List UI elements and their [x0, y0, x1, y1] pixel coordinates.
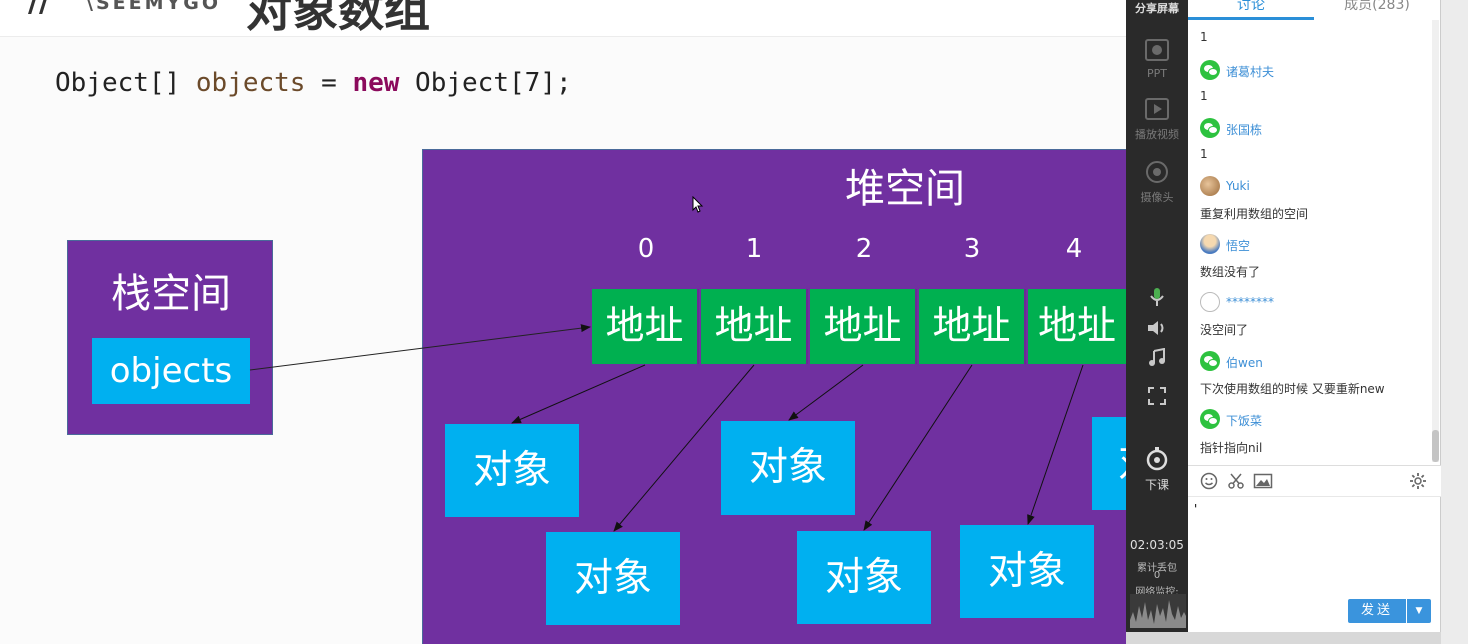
slide-title: 对象数组	[246, 0, 430, 37]
send-button[interactable]: 发送	[1348, 599, 1406, 623]
heap-space-title: 堆空间	[845, 166, 965, 212]
play-video-icon	[1145, 98, 1169, 120]
chat-toolbar	[1188, 465, 1441, 497]
message-text: 指针指向nil	[1200, 441, 1263, 455]
wechat-icon	[1200, 409, 1220, 429]
chat-message-list: 1 诸葛村夫 1 张国栋 1 Yuki 重复利用数组的空间 悟空 数组没有了 *…	[1188, 22, 1441, 463]
message-text: 下次使用数组的时候 又要重新new	[1200, 382, 1385, 396]
camera-icon	[1146, 161, 1168, 183]
message-username[interactable]: 悟空	[1226, 239, 1251, 253]
chat-scrollbar-track[interactable]	[1432, 20, 1439, 462]
default-avatar	[1200, 292, 1220, 312]
array-cell-address: 地址	[592, 289, 699, 364]
array-index: 0	[637, 234, 655, 264]
camera-label: 摄像头	[1140, 191, 1174, 204]
packet-loss-value: 0	[1153, 570, 1161, 581]
chevron-down-icon: ▼	[1415, 606, 1423, 616]
music-icon[interactable]	[1126, 347, 1188, 372]
stack-space-box: 栈空间 objects	[67, 240, 273, 435]
ppt-button[interactable]: PPT	[1126, 37, 1188, 80]
message-username[interactable]: Yuki	[1226, 179, 1250, 193]
ppt-label: PPT	[1147, 67, 1167, 80]
end-class-icon	[1146, 447, 1168, 471]
microphone-icon[interactable]	[1126, 286, 1188, 312]
cartoon-avatar	[1200, 234, 1220, 254]
chat-tabs: 讨论 成员(283)	[1188, 0, 1441, 22]
end-class-label: 下课	[1144, 478, 1169, 492]
heap-object: 对象	[797, 531, 931, 624]
camera-button[interactable]: 摄像头	[1126, 159, 1188, 205]
message-username[interactable]: 伯wen	[1226, 356, 1263, 370]
array-index: 3	[963, 234, 981, 264]
heap-object-partial: 对象	[1092, 417, 1126, 510]
message-text: 没空间了	[1200, 323, 1249, 337]
window-edge	[1441, 0, 1468, 644]
network-graph	[1130, 594, 1186, 628]
message-text: 数组没有了	[1200, 265, 1261, 279]
heap-object: 对象	[445, 424, 579, 517]
array-cell-address: 地址	[810, 289, 917, 364]
speaker-icon[interactable]	[1126, 318, 1188, 342]
mouse-cursor-icon	[692, 196, 704, 213]
packet-loss-label: 累计丢包	[1137, 563, 1177, 574]
play-video-label: 播放视频	[1135, 128, 1179, 141]
array-index: 4	[1065, 234, 1083, 264]
chat-input[interactable]	[1192, 500, 1436, 594]
screen-share-button[interactable]: 分享屏幕	[1135, 2, 1179, 15]
end-class-button[interactable]: 下课	[1126, 446, 1188, 493]
tab-discussion[interactable]: 讨论	[1188, 0, 1314, 20]
message-username[interactable]: ********	[1226, 295, 1274, 309]
code-line: Object[] objects = new Object[7];	[55, 68, 572, 98]
send-options-dropdown[interactable]: ▼	[1407, 599, 1431, 623]
message-text: 1	[1200, 30, 1208, 44]
code-assign: =	[305, 68, 353, 98]
code-keyword-new: new	[352, 68, 400, 98]
scissors-icon[interactable]	[1226, 472, 1246, 492]
chat-scrollbar-thumb[interactable]	[1432, 430, 1439, 462]
tab-members[interactable]: 成员(283)	[1344, 0, 1410, 13]
message-username[interactable]: 诸葛村夫	[1226, 65, 1275, 79]
ppt-icon	[1145, 39, 1169, 61]
header-mark: //	[28, 0, 50, 19]
array-index: 2	[855, 234, 873, 264]
message-text: 1	[1200, 147, 1208, 161]
settings-gear-icon[interactable]	[1408, 472, 1428, 492]
array-index: 1	[745, 234, 763, 264]
code-identifier: objects	[195, 68, 306, 98]
play-video-button[interactable]: 播放视频	[1126, 96, 1188, 142]
image-icon[interactable]	[1253, 472, 1273, 492]
array-cell-address: 地址	[1028, 289, 1126, 364]
session-timer: 02:03:05	[1130, 538, 1184, 552]
wechat-icon	[1200, 60, 1220, 80]
heap-object: 对象	[721, 421, 855, 515]
emoji-icon[interactable]	[1199, 472, 1219, 492]
message-text: 重复利用数组的空间	[1200, 207, 1309, 221]
wechat-icon	[1200, 118, 1220, 138]
stack-variable-objects: objects	[92, 338, 250, 404]
photo-avatar	[1200, 176, 1220, 196]
message-username[interactable]: 下饭菜	[1226, 414, 1263, 428]
wechat-icon	[1200, 351, 1220, 371]
code-type: Object[]	[55, 68, 196, 98]
array-cell-address: 地址	[919, 289, 1026, 364]
message-text: 1	[1200, 89, 1208, 103]
network-monitor-label: 网络监控:	[1135, 587, 1179, 598]
live-toolbar: PPT 播放视频 摄像头 下课	[1126, 0, 1188, 632]
heap-object: 对象	[960, 525, 1094, 618]
heap-object: 对象	[546, 532, 680, 625]
message-username[interactable]: 张国栋	[1226, 123, 1263, 137]
array-cell-address: 地址	[701, 289, 808, 364]
code-constructor: Object[7];	[399, 68, 572, 98]
seemygo-logo: \SEEMYGO	[86, 0, 221, 14]
stack-space-title: 栈空间	[111, 271, 231, 317]
fullscreen-icon[interactable]	[1126, 386, 1188, 410]
panel-bottom-edge	[1126, 632, 1441, 644]
